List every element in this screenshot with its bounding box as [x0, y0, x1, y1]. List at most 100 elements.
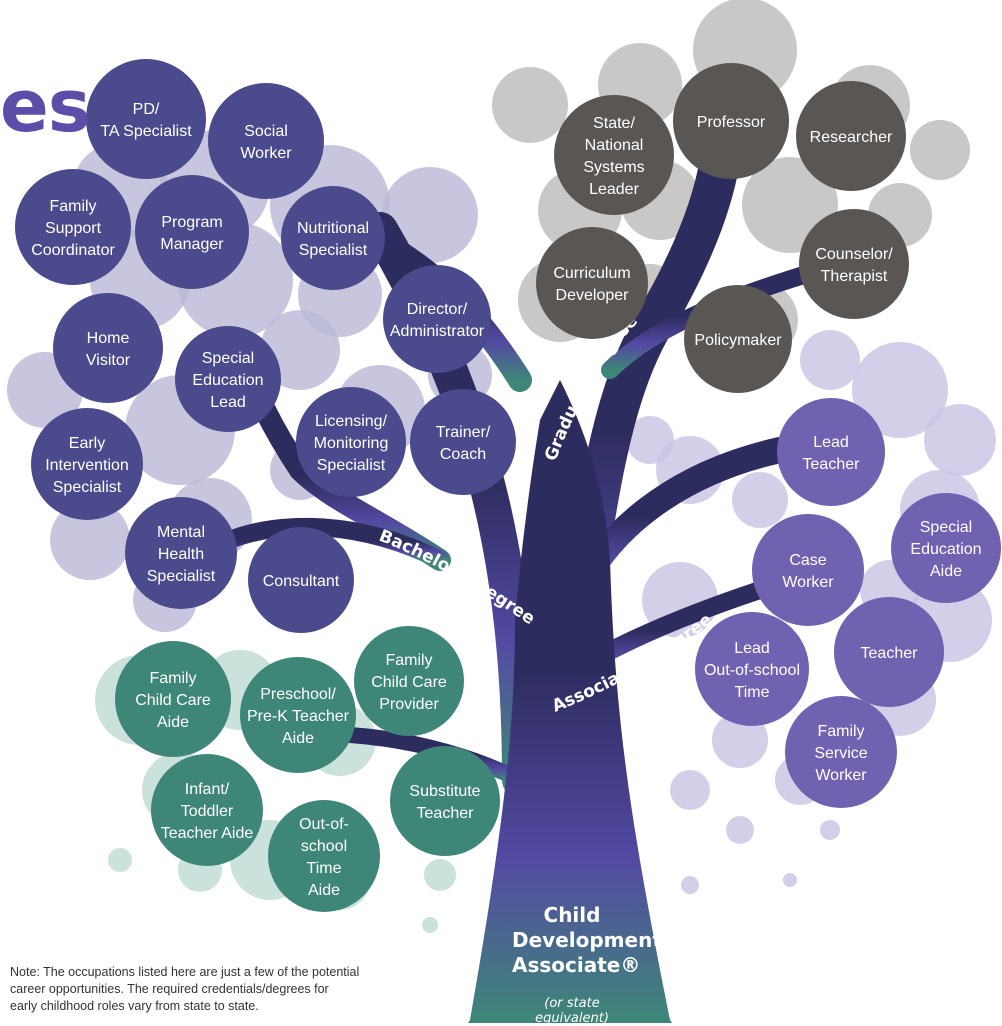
occupation-label: Aide — [308, 882, 340, 899]
occupation-label: Infant/ — [185, 781, 230, 798]
background-bubble — [924, 404, 996, 476]
occupation-label: Out-of-school — [704, 662, 800, 679]
occupation-label: Lead — [734, 640, 770, 657]
occupation-label: Therapist — [821, 268, 888, 285]
occupation-label: Worker — [815, 767, 867, 784]
occupation-label: Trainer/ — [436, 424, 491, 441]
occupation-label: Manager — [160, 236, 224, 253]
background-bubble — [783, 873, 797, 887]
trunk-title-line: Child — [543, 903, 601, 927]
occupation-bubble — [268, 800, 380, 912]
branch — [221, 517, 449, 569]
occupation-bubble — [777, 398, 885, 506]
occupation-bubble — [281, 186, 385, 290]
background-bubble — [382, 167, 478, 263]
occupation-label: Administrator — [390, 323, 485, 340]
occupation-label: Visitor — [86, 352, 131, 369]
occupation-bubble — [796, 81, 906, 191]
occupation-label: Monitoring — [314, 435, 389, 452]
occupation-label: school — [301, 838, 347, 855]
occupation-label: Nutritional — [297, 220, 369, 237]
occupation-label: Child Care — [135, 692, 211, 709]
occupation-bubble — [684, 285, 792, 393]
background-bubble — [492, 67, 568, 143]
background-bubble — [670, 770, 710, 810]
background-bubble — [910, 120, 970, 180]
trunk-title: Child Development Associate® — [512, 903, 662, 978]
trunk-base — [468, 1020, 672, 1023]
background-bubble — [800, 330, 860, 390]
occupation-bubble — [536, 227, 648, 339]
occupation-bubble — [296, 387, 406, 497]
occupation-node-pd-ta-specialist: PD/TA Specialist — [86, 59, 206, 179]
occupation-bubble — [891, 493, 1001, 603]
occupation-node-professor: Professor — [673, 63, 789, 179]
occupation-bubble — [115, 641, 231, 757]
occupation-label: Developer — [556, 287, 630, 304]
occupation-label: Systems — [583, 159, 644, 176]
occupation-label: Consultant — [263, 573, 340, 590]
trunk-title-line: Development — [512, 928, 662, 952]
trunk-subtitle: (or state equivalent) — [535, 996, 609, 1026]
background-bubble — [422, 917, 438, 933]
occupation-label: Child Care — [371, 674, 447, 691]
occupation-label: Specialist — [53, 479, 122, 496]
occupation-label: Family — [817, 723, 864, 740]
occupation-bubble — [390, 746, 500, 856]
occupation-label: Toddler — [181, 803, 234, 820]
background-bubble — [681, 876, 699, 894]
occupation-label: National — [585, 137, 644, 154]
occupation-label: Intervention — [45, 457, 129, 474]
occupation-bubble — [208, 83, 324, 199]
occupation-label: Worker — [782, 574, 834, 591]
occupation-label: Preschool/ — [260, 686, 336, 703]
occupation-label: Aide — [157, 714, 189, 731]
occupation-label: Lead — [210, 394, 246, 411]
occupation-label: Mental — [157, 524, 205, 541]
occupation-label: Family — [149, 670, 196, 687]
occupation-bubble — [31, 408, 143, 520]
background-bubble — [820, 820, 840, 840]
occupation-label: TA Specialist — [100, 123, 192, 140]
occupation-label: State/ — [593, 115, 635, 132]
background-bubble — [852, 342, 948, 438]
occupation-label: Professor — [697, 114, 766, 131]
trunk-shape — [470, 380, 670, 1020]
occupation-label: Teacher — [803, 456, 861, 473]
occupation-label: PD/ — [133, 101, 160, 118]
occupation-label: Aide — [930, 563, 962, 580]
background-bubble — [726, 816, 754, 844]
occupation-label: Lead — [813, 434, 849, 451]
occupation-label: Time — [307, 860, 342, 877]
occupation-label: Home — [87, 330, 130, 347]
occupation-bubble — [673, 63, 789, 179]
occupation-label: Program — [161, 214, 222, 231]
occupation-bubble — [834, 597, 944, 707]
occupation-bubble — [383, 265, 491, 373]
occupation-label: Worker — [240, 145, 292, 162]
occupation-label: Provider — [379, 696, 439, 713]
occupation-label: Researcher — [810, 129, 893, 146]
occupation-bubble — [240, 657, 356, 773]
occupation-bubble — [135, 175, 249, 289]
occupation-bubble — [175, 326, 281, 432]
background-bubble — [108, 848, 132, 872]
background-bubble — [626, 416, 674, 464]
occupation-label: Social — [244, 123, 288, 140]
occupation-bubble — [695, 612, 809, 726]
occupation-label: Leader — [589, 181, 639, 198]
